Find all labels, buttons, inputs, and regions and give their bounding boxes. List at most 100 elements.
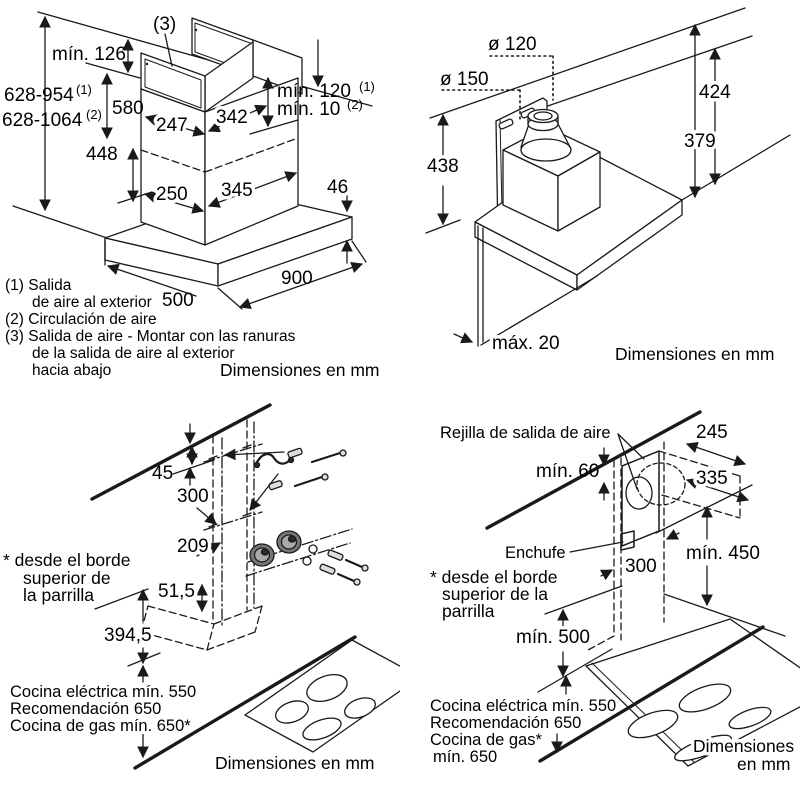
clearance-recommended: Recomendación 650	[10, 700, 161, 718]
cooktop-drawing	[538, 618, 800, 767]
note-line-6: hacia abajo	[32, 362, 111, 379]
counter-edge-line	[538, 625, 765, 763]
dim-min500: mín. 500	[516, 627, 590, 648]
dim-dia-150: ø 150	[440, 69, 489, 90]
dim-379: 379	[684, 131, 716, 152]
screw	[310, 451, 342, 464]
star-note-line-3: la parrilla	[23, 585, 94, 605]
dim-min60: mín. 60	[536, 461, 599, 482]
dim-900: 900	[281, 268, 313, 289]
wall-reference-lines	[429, 7, 753, 124]
dim-438: 438	[427, 156, 459, 177]
dim-min10-sup: (2)	[347, 97, 363, 112]
diagram-wall-mounting: 45 300 209 51,5 394,5 * desde el borde s…	[3, 403, 400, 773]
star-note-line-2: superior de la	[442, 584, 548, 604]
screw-head	[361, 564, 369, 572]
dim-min120-sup: (1)	[359, 79, 375, 94]
dimension-lines	[94, 423, 285, 759]
dim-342: 342	[216, 107, 248, 128]
note-line-5: de la salida de aire al exterior	[32, 345, 234, 362]
dim-245: 245	[696, 422, 728, 443]
dim-250: 250	[156, 184, 188, 205]
screw	[336, 572, 356, 583]
label-enchufe: Enchufe	[505, 544, 566, 562]
air-outlet-circle-dashed	[636, 462, 686, 506]
dim-209: 209	[177, 536, 209, 557]
spacer-hardware	[249, 530, 369, 586]
wall-flange	[477, 225, 598, 347]
dim-height-recirc-sup: (2)	[86, 107, 102, 122]
note-line-3: (2) Circulación de aire	[5, 311, 157, 328]
screw	[344, 558, 364, 569]
burner	[302, 717, 342, 741]
dim-height-air-out-sup: (1)	[76, 82, 92, 97]
caption-dimensions-mm: Dimensiones en mm	[615, 344, 775, 364]
screw-head	[353, 578, 361, 586]
clearance-gas: Cocina de gas*	[430, 731, 542, 749]
diagram-duct-side-iso: ø 120 ø 150 438 424 379 máx. 20 Dimensio…	[424, 7, 791, 364]
dim-300: 300	[177, 486, 209, 507]
diagram-hood-front-iso: (3) mín. 126 628-954 (1) 628-1064 (2) 58…	[2, 11, 380, 380]
label-duct-marker: (3)	[153, 14, 176, 35]
counter-edge-line	[133, 635, 357, 770]
caption-dimensions-mm: Dimensiones en mm	[215, 753, 375, 773]
star-note-line-3: parrilla	[442, 601, 495, 621]
wall-anchor	[268, 480, 283, 491]
caption-dimensions-line1: Dimensiones	[693, 736, 794, 756]
burner	[627, 709, 679, 739]
dim-300: 300	[625, 556, 657, 577]
burner	[344, 697, 376, 719]
dim-448: 448	[86, 144, 118, 165]
hood-outline-dashed	[140, 605, 263, 651]
dim-max20: máx. 20	[492, 333, 560, 354]
dim-51-5: 51,5	[158, 581, 195, 602]
star-note-line-1: * desde el borde	[430, 567, 557, 587]
mounting-axis-lines	[203, 419, 353, 627]
burner	[306, 673, 348, 703]
dim-335: 335	[696, 468, 728, 489]
ceiling-line	[485, 410, 702, 530]
vent-slots-front	[144, 58, 202, 109]
caption-dimensions-line2: en mm	[737, 754, 790, 774]
dimension-lines	[425, 23, 721, 344]
wall-anchor	[287, 447, 303, 459]
clearance-electric: Cocina eléctrica mín. 550	[10, 683, 196, 701]
burner	[674, 734, 732, 762]
dim-580: 580	[112, 98, 144, 119]
chimney-outline-dashed	[587, 441, 741, 651]
diameter-leaders	[441, 55, 554, 121]
dim-46: 46	[327, 177, 348, 198]
label-rejilla: Rejilla de salida de aire	[440, 424, 611, 442]
plate-slot	[498, 118, 514, 130]
dim-500: 500	[162, 290, 194, 311]
screw	[293, 475, 324, 488]
caption-dimensions-mm: Dimensiones en mm	[220, 360, 380, 380]
dim-min10: mín. 10	[277, 99, 340, 120]
star-note-line-2: superior de	[23, 568, 111, 588]
ceiling-line	[90, 403, 272, 501]
air-outlet-grille	[625, 476, 653, 510]
dimension-lines	[12, 15, 367, 310]
clearance-electric: Cocina eléctrica mín. 550	[430, 697, 616, 715]
diagram-outlet-grille: Rejilla de salida de aire mín. 60 245 33…	[427, 410, 800, 778]
cooktop-drawing	[133, 635, 400, 770]
dim-min126: mín. 126	[52, 44, 126, 65]
note-line-4: (3) Salida de aire - Montar con las ranu…	[5, 328, 296, 345]
dim-dia-120: ø 120	[488, 34, 537, 55]
clearance-gas: Cocina de gas mín. 650*	[10, 717, 191, 735]
dim-min450: mín. 450	[686, 543, 760, 564]
screw-head	[321, 473, 329, 481]
duct-collar-cone	[520, 108, 572, 162]
dimension-lines	[551, 433, 750, 754]
wall-anchor	[327, 549, 344, 561]
note-line-1: (1) Salida	[5, 277, 72, 294]
dim-45: 45	[152, 463, 173, 484]
mounting-bracket	[253, 447, 347, 491]
clearance-gas-value: mín. 650	[433, 748, 497, 766]
dim-min120: mín. 120	[277, 81, 351, 102]
wall-anchor	[319, 563, 336, 575]
screw-head	[339, 449, 347, 457]
dim-345: 345	[221, 180, 253, 201]
dim-height-air-out: 628-954	[4, 85, 74, 106]
